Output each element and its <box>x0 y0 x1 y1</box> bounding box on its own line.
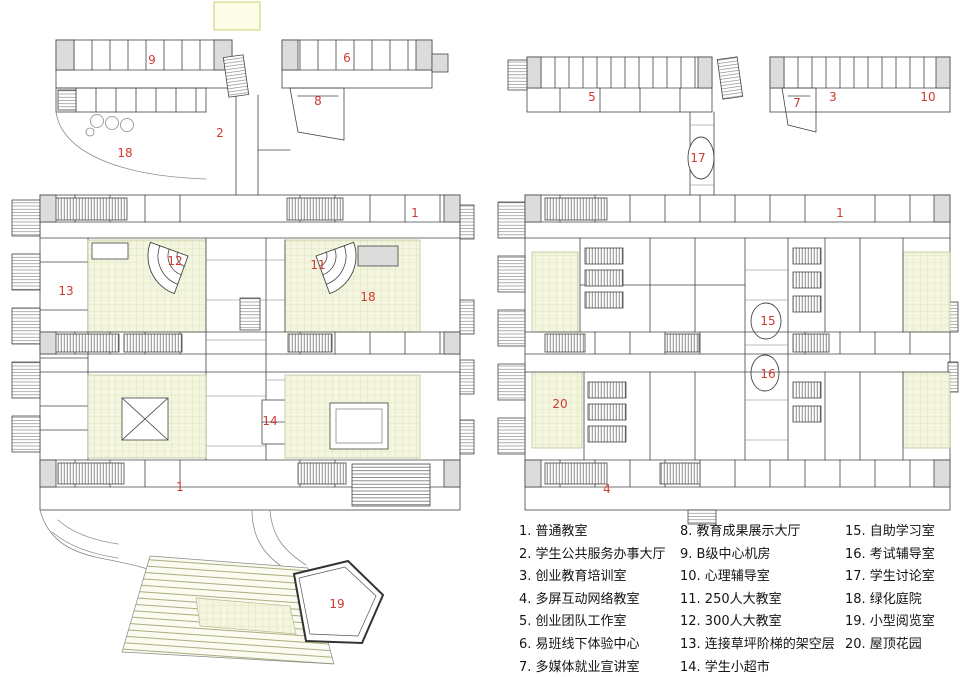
legend-item-3: 3. 创业教育培训室 <box>519 569 627 585</box>
legend-column-3: 15. 自助学习室 16. 考试辅导室 17. 学生讨论室 18. 绿化庭院 19. 小… <box>845 521 960 677</box>
left-plan-geometry <box>11 1 475 665</box>
right-plan-geometry <box>497 56 959 525</box>
legend-item-6: 6. 易班线下体验中心 <box>519 636 640 652</box>
legend-item-5: 5. 创业团队工作室 <box>519 614 627 630</box>
legend-item-7: 7. 多媒体就业宣讲室 <box>519 659 640 675</box>
legend-item-19: 19. 小型阅览室 <box>845 614 935 630</box>
legend-column-1: 1. 普通教室 2. 学生公共服务办事大厅 3. 创业教育培训室 4. 多屏互动网络教… <box>519 521 680 677</box>
legend-item-2: 2. 学生公共服务办事大厅 <box>519 546 666 562</box>
legend-item-15: 15. 自助学习室 <box>845 524 935 539</box>
legend: 1. 普通教室 2. 学生公共服务办事大厅 3. 创业教育培训室 4. 多屏互动网络教… <box>519 521 960 677</box>
legend-item-16: 16. 考试辅导室 <box>845 546 935 562</box>
legend-item-20: 20. 屋顶花园 <box>845 636 922 652</box>
legend-item-17: 17. 学生讨论室 <box>845 569 935 585</box>
legend-item-10: 10. 心理辅导室 <box>680 569 770 585</box>
legend-item-8: 8. 教育成果展示大厅 <box>680 524 801 539</box>
legend-column-2: 8. 教育成果展示大厅 9. B级中心机房 10. 心理辅导室 11. 250人大教室… <box>680 521 845 677</box>
legend-item-9: 9. B级中心机房 <box>680 546 771 562</box>
legend-item-4: 4. 多屏互动网络教室 <box>519 591 640 607</box>
legend-item-1: 1. 普通教室 <box>519 524 588 539</box>
legend-item-18: 18. 绿化庭院 <box>845 591 922 607</box>
legend-item-11: 11. 250人大教室 <box>680 591 782 607</box>
legend-item-13: 13. 连接草坪阶梯的架空层 <box>680 636 835 652</box>
legend-item-14: 14. 学生小超市 <box>680 659 770 675</box>
legend-item-12: 12. 300人大教室 <box>680 614 782 630</box>
